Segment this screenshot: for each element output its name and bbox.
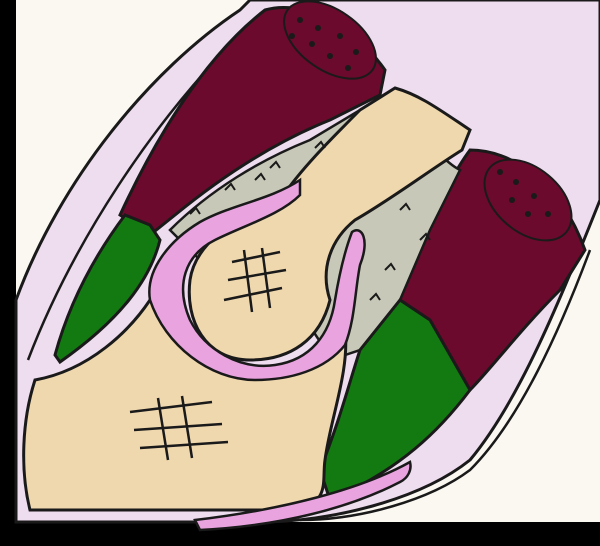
joint-illustration <box>0 0 600 546</box>
joint-diagram-svg <box>0 0 600 546</box>
